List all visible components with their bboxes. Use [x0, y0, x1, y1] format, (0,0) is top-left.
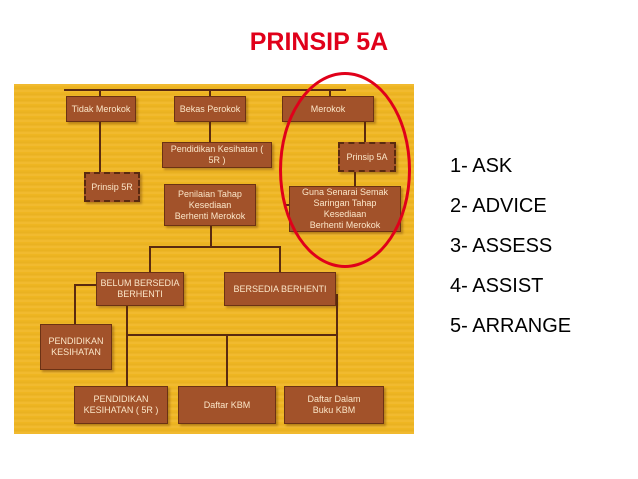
- connector-top-horizontal: [64, 89, 346, 91]
- box-penilaian-label: Penilaian Tahap Kesediaan Berhenti Merok…: [174, 188, 246, 221]
- connector-tidak-merokok-to-prinsip5r: [99, 122, 101, 172]
- box-pendidikan-kesihatan-5r-top-label: Pendidikan Kesihatan ( 5R ): [170, 144, 264, 165]
- box-prinsip-5r-label: Prinsip 5R: [91, 181, 133, 192]
- steps-list: 1- ASK 2- ADVICE 3- ASSESS 4- ASSIST 5- …: [450, 146, 571, 346]
- connector-to-belum-bersedia: [149, 246, 151, 272]
- step-assess: 3- ASSESS: [450, 235, 553, 257]
- box-pendidikan-kesihatan-5r-bottom-label: PENDIDIKAN KESIHATAN ( 5R ): [83, 394, 159, 415]
- box-bekas-perokok-label: Bekas Perokok: [179, 103, 241, 114]
- connector-penilaian-down: [210, 226, 212, 246]
- box-prinsip-5r: Prinsip 5R: [84, 172, 140, 202]
- step-advice: 2- ADVICE: [450, 195, 547, 217]
- box-pendidikan-kesihatan-left: PENDIDIKAN KESIHATAN: [40, 324, 112, 370]
- box-pendidikan-kesihatan-5r-bottom: PENDIDIKAN KESIHATAN ( 5R ): [74, 386, 168, 424]
- connector-bottom-horizontal: [126, 334, 338, 336]
- box-bersedia-berhenti: BERSEDIA BERHENTI: [224, 272, 336, 306]
- box-pendidikan-kesihatan-left-label: PENDIDIKAN KESIHATAN: [48, 336, 104, 357]
- box-tidak-merokok-label: Tidak Merokok: [71, 103, 131, 114]
- step-assist: 4- ASSIST: [450, 275, 544, 297]
- box-bersedia-berhenti-label: BERSEDIA BERHENTI: [233, 283, 327, 294]
- page-title: PRINSIP 5A: [249, 28, 389, 56]
- connector-tidak-merokok-down: [99, 89, 101, 97]
- connector-belum-down: [126, 306, 128, 334]
- box-daftar-dalam-buku-kbm: Daftar Dalam Buku KBM: [284, 386, 384, 424]
- box-bekas-perokok: Bekas Perokok: [174, 96, 246, 122]
- highlight-circle: [279, 72, 411, 268]
- connector-bekas-to-pendidikan: [209, 122, 211, 142]
- box-daftar-kbm: Daftar KBM: [178, 386, 276, 424]
- connector-middle-horizontal: [149, 246, 279, 248]
- connector-belum-to-pendidikan-left: [74, 284, 96, 286]
- connector-to-bersedia-berhenti: [279, 246, 281, 272]
- connector-to-daftar-kbm: [226, 334, 228, 386]
- connector-to-pendidikan-5r-bottom: [126, 334, 128, 386]
- connector-bekas-perokok-down: [209, 89, 211, 97]
- connector-to-daftar-dalam-buku: [336, 294, 338, 386]
- step-arrange: 5- ARRANGE: [450, 315, 572, 337]
- box-daftar-dalam-buku-label: Daftar Dalam Buku KBM: [307, 394, 361, 415]
- box-penilaian-tahap-kesediaan: Penilaian Tahap Kesediaan Berhenti Merok…: [164, 184, 256, 226]
- box-belum-bersedia-label: BELUM BERSEDIA BERHENTI: [100, 278, 180, 299]
- connector-left-vertical: [74, 284, 76, 324]
- box-pendidikan-kesihatan-5r-top: Pendidikan Kesihatan ( 5R ): [162, 142, 272, 168]
- box-tidak-merokok: Tidak Merokok: [66, 96, 136, 122]
- box-daftar-kbm-label: Daftar KBM: [203, 399, 251, 410]
- box-belum-bersedia-berhenti: BELUM BERSEDIA BERHENTI: [96, 272, 184, 306]
- step-ask: 1- ASK: [450, 155, 513, 177]
